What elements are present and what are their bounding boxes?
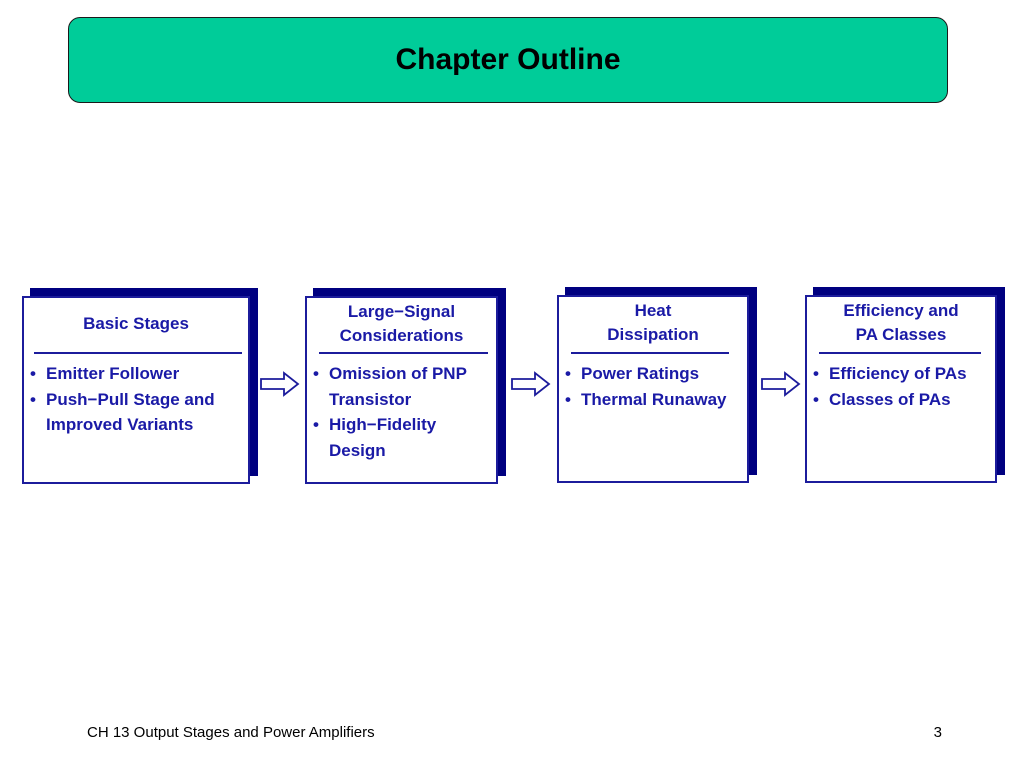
outline-card-large-signal: Large−Signal Considerations Omission of … [305, 296, 498, 484]
outline-card-efficiency: Efficiency and PA Classes Efficiency of … [805, 295, 997, 483]
footer-course-title: CH 13 Output Stages and Power Amplifiers [87, 724, 375, 741]
outline-card-heat-dissipation: Heat Dissipation Power Ratings Thermal R… [557, 295, 749, 483]
card-heading-line: Efficiency and [843, 301, 959, 320]
bullet-item: Omission of PNP Transistor [313, 361, 492, 412]
card-heading-line: Dissipation [607, 325, 699, 344]
card-divider [819, 352, 981, 354]
slide-title: Chapter Outline [395, 43, 621, 76]
hollow-right-arrow-icon [260, 371, 300, 397]
card-heading-line: Basic Stages [83, 314, 189, 333]
bullet-item: Push−Pull Stage and Improved Variants [30, 387, 244, 438]
card-heading: Large−Signal Considerations [307, 300, 496, 348]
card-divider [34, 352, 242, 354]
card-bullet-list: Power Ratings Thermal Runaway [565, 361, 743, 412]
card-bullet-list: Omission of PNP Transistor High−Fidelity… [313, 361, 492, 463]
hollow-right-arrow-icon [761, 371, 801, 397]
card-divider [319, 352, 488, 354]
card-heading-line: Considerations [339, 326, 464, 345]
bullet-item: Efficiency of PAs [813, 361, 991, 387]
card-heading-line: Large−Signal [347, 302, 456, 321]
bullet-item: Emitter Follower [30, 361, 244, 387]
bullet-item: Classes of PAs [813, 387, 991, 413]
card-divider [571, 352, 729, 354]
card-heading-line: PA Classes [855, 325, 947, 344]
card-heading-line: Heat [634, 301, 672, 320]
card-bullet-list: Efficiency of PAs Classes of PAs [813, 361, 991, 412]
card-heading: Heat Dissipation [559, 299, 747, 347]
bullet-item: High−Fidelity Design [313, 412, 492, 463]
card-bullet-list: Emitter Follower Push−Pull Stage and Imp… [30, 361, 244, 438]
slide-page-number: 3 [933, 724, 942, 741]
outline-card-basic-stages: Basic Stages Emitter Follower Push−Pull … [22, 296, 250, 484]
title-banner: Chapter Outline [68, 17, 948, 103]
card-heading: Basic Stages [24, 312, 248, 336]
bullet-item: Thermal Runaway [565, 387, 743, 413]
bullet-item: Power Ratings [565, 361, 743, 387]
hollow-right-arrow-icon [511, 371, 551, 397]
card-heading: Efficiency and PA Classes [807, 299, 995, 347]
